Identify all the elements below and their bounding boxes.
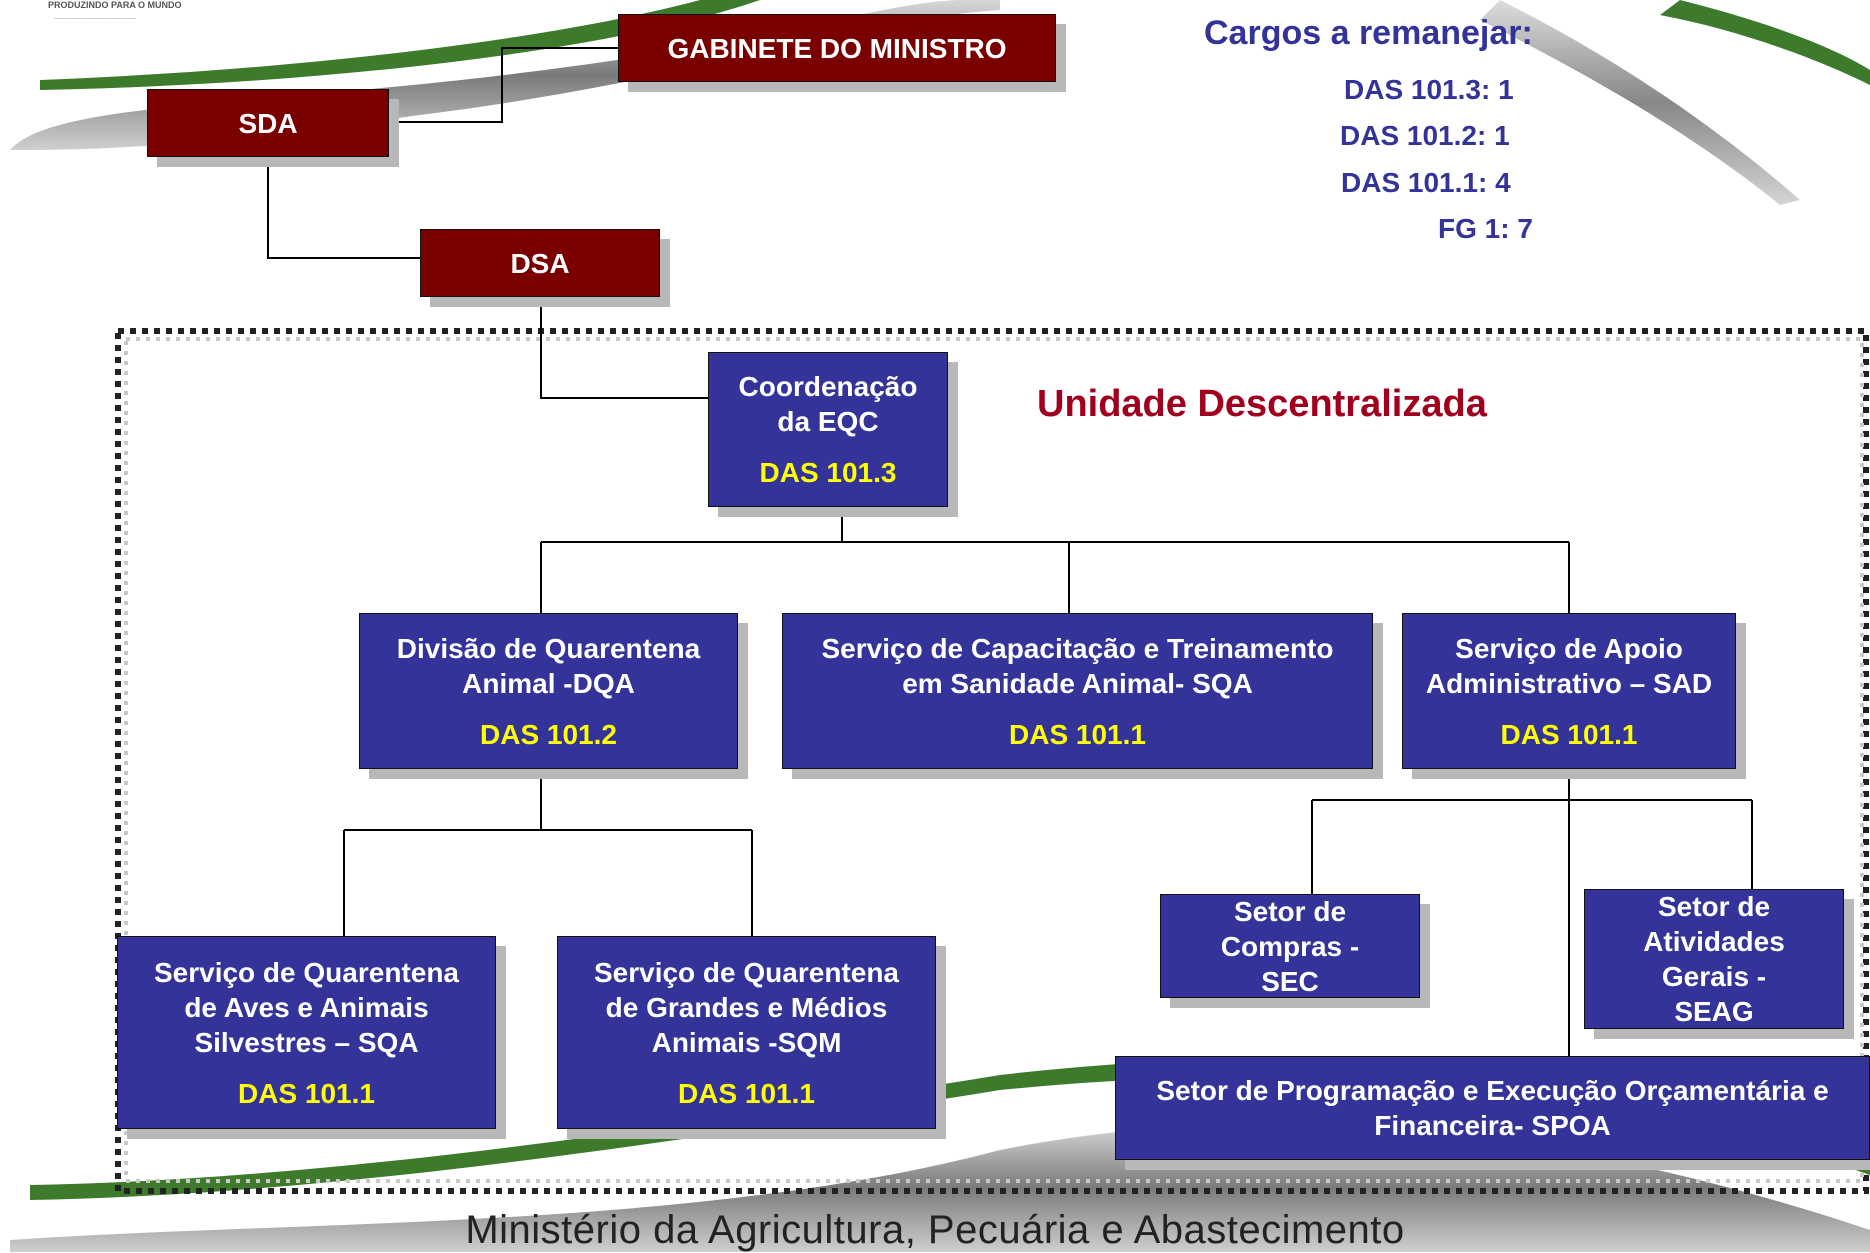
logo-subline: ~~~~~~~~~~~~~~~~~~~~ [54, 16, 136, 23]
top-right-grey-swoosh [1480, 0, 1800, 205]
cargos-line-3: DAS 101.1: 4 [1341, 167, 1511, 198]
footer-ministry-name: Ministério da Agricultura, Pecuária e Ab… [465, 1208, 1405, 1252]
top-green-swoosh [40, 0, 760, 90]
cargos-title: Cargos a remanejar: [1204, 14, 1533, 52]
node-dsa-label: DSA [510, 247, 570, 279]
unit-frame [115, 328, 1869, 1194]
node-sqm-code: DAS 101.1 [678, 1077, 815, 1109]
cargos-line-1: DAS 101.3: 1 [1344, 74, 1514, 105]
node-seag: Setor de Atividades Gerais - SEAG [1584, 889, 1844, 1029]
node-sqa-aves-code: DAS 101.1 [238, 1077, 375, 1109]
logo-tagline: PRODUZINDO PARA O MUNDO [48, 0, 182, 10]
node-sda-label: SDA [238, 107, 298, 139]
node-seag-label: Setor de Atividades Gerais - SEAG [1643, 891, 1785, 1027]
node-sqa-aves: Serviço de Quarentena de Aves e Animais … [117, 936, 496, 1129]
node-sda: SDA [147, 89, 389, 157]
node-spoa: Setor de Programação e Execução Orçament… [1115, 1056, 1870, 1160]
node-gabinete: GABINETE DO MINISTRO [618, 14, 1056, 82]
node-sqm-label: Serviço de Quarentena de Grandes e Médio… [593, 956, 899, 1058]
node-sad: Serviço de Apoio Administrativo – SAD DA… [1402, 613, 1736, 769]
node-dqa: Divisão de Quarentena Animal -DQA DAS 10… [359, 613, 738, 769]
node-sqm: Serviço de Quarentena de Grandes e Médio… [557, 936, 936, 1129]
node-sqa-capacitacao: Serviço de Capacitação e Treinamento em … [782, 613, 1373, 769]
node-sec-label: Setor de Compras - SEC [1220, 895, 1360, 997]
node-coordenacao-label: Coordenação da EQC [738, 371, 918, 437]
node-spoa-label: Setor de Programação e Execução Orçament… [1156, 1075, 1829, 1141]
node-sad-code: DAS 101.1 [1500, 718, 1638, 750]
node-coordenacao-code: DAS 101.3 [759, 457, 897, 488]
node-sad-label: Serviço de Apoio Administrativo – SAD [1425, 632, 1713, 699]
node-coordenacao: Coordenação da EQC DAS 101.3 [708, 352, 948, 507]
ministry-logo: PRODUZINDO PARA O MUNDO ~~~~~~~~~~~~~~~~… [40, 0, 210, 38]
node-sqa-aves-label: Serviço de Quarentena de Aves e Animais … [153, 956, 459, 1058]
cargos-line-4: FG 1: 7 [1438, 213, 1533, 244]
node-dqa-label: Divisão de Quarentena Animal -DQA [396, 632, 701, 699]
node-sec: Setor de Compras - SEC [1160, 894, 1420, 998]
node-dsa: DSA [420, 229, 660, 297]
node-gabinete-label: GABINETE DO MINISTRO [667, 32, 1007, 64]
node-sqa-capacitacao-code: DAS 101.1 [1009, 718, 1146, 750]
connectors [267, 47, 1753, 1056]
bottom-green-swoosh [30, 1059, 1870, 1200]
unit-title: Unidade Descentralizada [1037, 383, 1487, 425]
top-right-green-swoosh [1660, 0, 1870, 85]
node-sqa-capacitacao-label: Serviço de Capacitação e Treinamento em … [821, 632, 1334, 699]
node-dqa-code: DAS 101.2 [480, 718, 617, 750]
cargos-line-2: DAS 101.2: 1 [1340, 120, 1510, 151]
